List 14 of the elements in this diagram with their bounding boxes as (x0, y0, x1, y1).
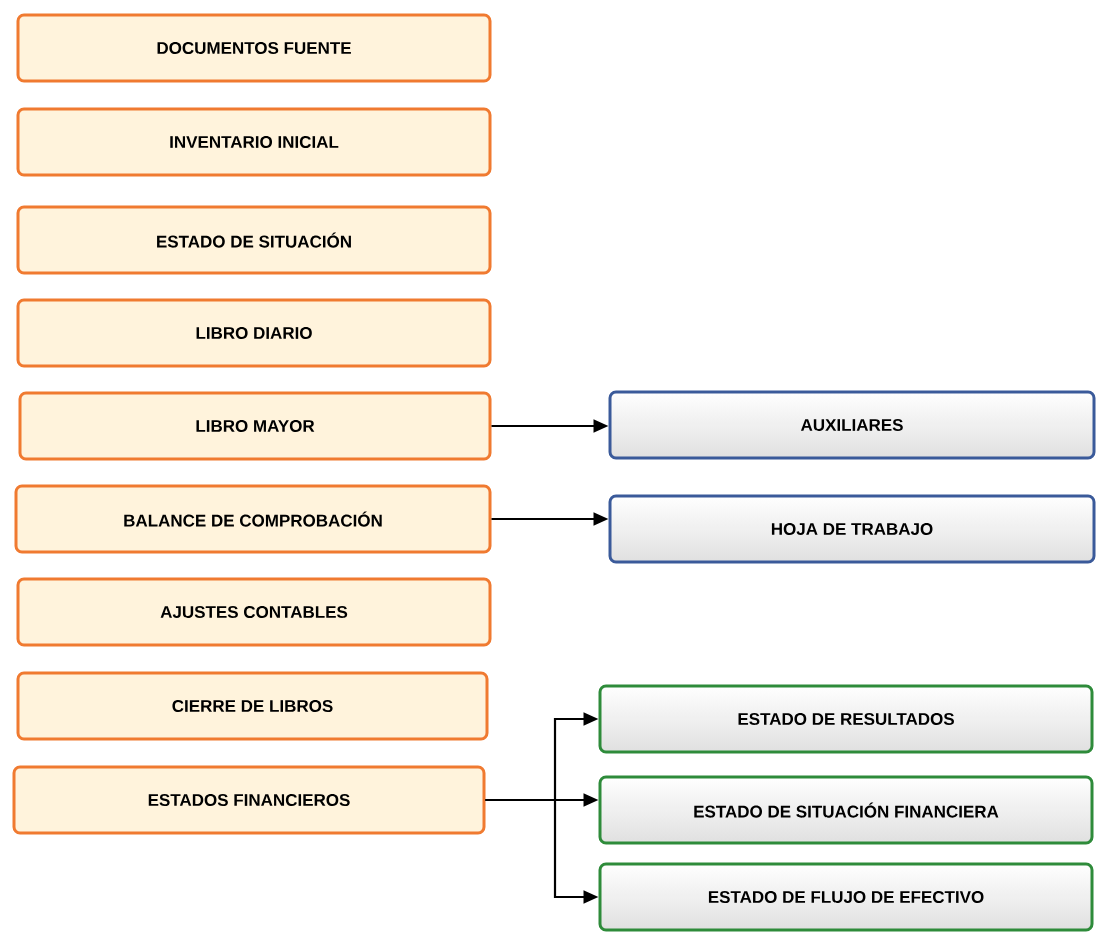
process-box: INVENTARIO INICIAL (16, 107, 492, 177)
process-box: AUXILIARES (608, 390, 1096, 460)
process-box: AJUSTES CONTABLES (16, 577, 492, 647)
process-box: LIBRO MAYOR (18, 391, 492, 461)
process-box: DOCUMENTOS FUENTE (16, 13, 492, 83)
process-box: ESTADOS FINANCIEROS (12, 765, 486, 835)
process-box: ESTADO DE FLUJO DE EFECTIVO (598, 862, 1094, 932)
process-box: ESTADO DE RESULTADOS (598, 684, 1094, 754)
process-box: ESTADO DE SITUACIÓN (16, 205, 492, 275)
process-box: CIERRE DE LIBROS (16, 671, 489, 741)
process-box: BALANCE DE COMPROBACIÓN (14, 484, 492, 554)
process-box: HOJA DE TRABAJO (608, 494, 1096, 564)
process-box: LIBRO DIARIO (16, 298, 492, 368)
process-box: ESTADO DE SITUACIÓN FINANCIERA (598, 775, 1094, 845)
